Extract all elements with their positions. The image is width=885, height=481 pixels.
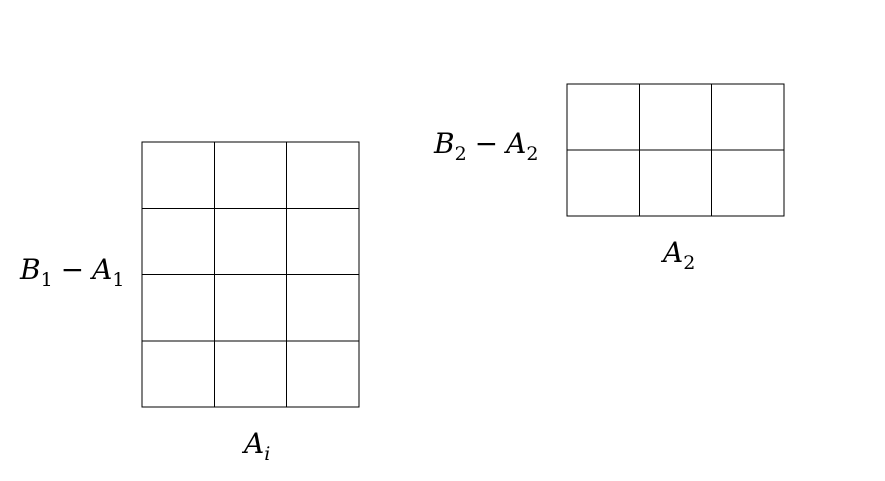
left-side-operator: − [61, 253, 84, 286]
right-bottom-label: A2 [660, 236, 695, 274]
left-side-sub2: 1 [112, 269, 124, 291]
left-grid [141, 141, 360, 408]
left-bottom-label: Ai [241, 427, 270, 465]
left-side-sub1: 1 [41, 269, 53, 291]
right-side-label: B2−A2 [433, 127, 538, 165]
right-side-operator: − [475, 127, 498, 160]
left-bottom-base: A [241, 427, 264, 460]
left-side-label: B1−A1 [19, 253, 124, 291]
right-side-sub2: 2 [526, 143, 538, 165]
right-bottom-base: A [660, 236, 683, 269]
right-side-sub1: 2 [455, 143, 467, 165]
left-side-base1: B [19, 253, 41, 286]
right-grid [566, 83, 785, 217]
right-bottom-sub: 2 [683, 252, 695, 274]
right-side-base1: B [433, 127, 455, 160]
right-side-base2: A [503, 127, 526, 160]
left-bottom-sub: i [264, 443, 270, 465]
left-side-base2: A [89, 253, 112, 286]
